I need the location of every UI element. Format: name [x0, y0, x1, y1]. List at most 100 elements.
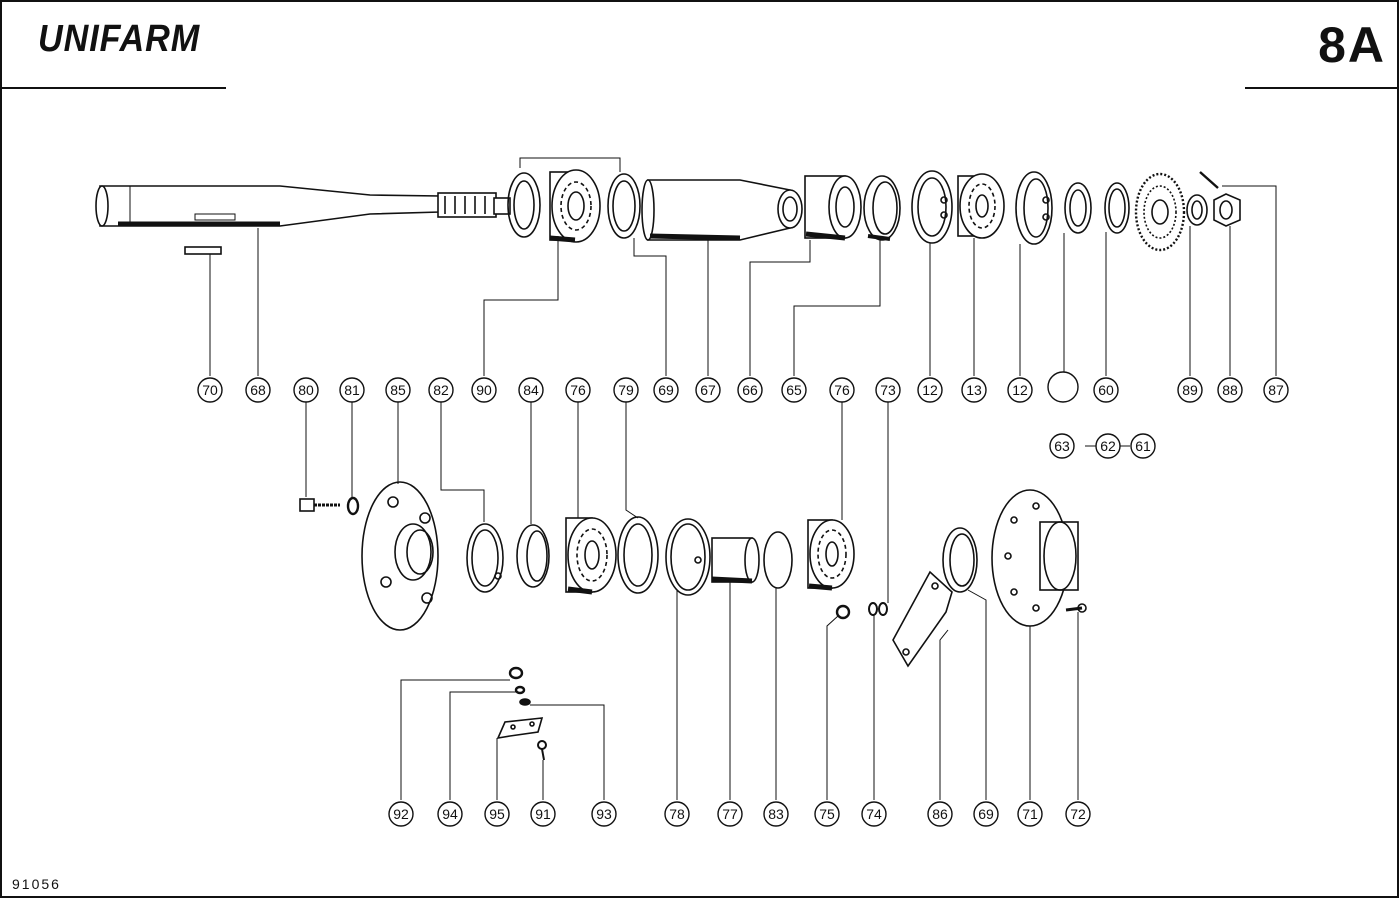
callout-label: 92	[393, 806, 409, 822]
callout-label: 63	[1054, 438, 1070, 454]
callout-circle	[428, 377, 454, 403]
circlip-12-b	[1015, 171, 1053, 245]
callout-93: 93	[591, 801, 617, 827]
callout-label: 71	[1022, 806, 1038, 822]
callout-69: 69	[653, 377, 679, 403]
callout-label: 81	[344, 382, 360, 398]
washers-74	[868, 602, 888, 616]
washer-62	[1064, 182, 1092, 234]
callout-circle	[1007, 377, 1033, 403]
callout-circle	[917, 377, 943, 403]
callout-label: 69	[658, 382, 674, 398]
plate-number: 8A	[1318, 17, 1386, 73]
callout-12: 12	[1007, 377, 1033, 403]
callout-label: 61	[1135, 438, 1151, 454]
bearing-76-a	[565, 517, 617, 595]
callout-circle	[591, 801, 617, 827]
callout-label: 78	[669, 806, 685, 822]
nut-75	[835, 604, 851, 620]
callout-94: 94	[437, 801, 463, 827]
callout-65: 65	[781, 377, 807, 403]
bearing-13	[957, 173, 1005, 239]
callout-63: 63	[1049, 433, 1075, 459]
callout-78: 78	[664, 801, 690, 827]
callout-circle	[1049, 433, 1075, 459]
washer-81	[346, 496, 360, 516]
callout-circle	[829, 377, 855, 403]
callout-circle	[339, 377, 365, 403]
callout-76: 76	[565, 377, 591, 403]
callout-67: 67	[695, 377, 721, 403]
callout-84: 84	[518, 377, 544, 403]
callout-circle	[763, 801, 789, 827]
collar-66	[804, 175, 862, 241]
callout-circle	[518, 377, 544, 403]
callout-circle	[737, 377, 763, 403]
callout-label: 80	[298, 382, 314, 398]
bolt-72	[1065, 603, 1087, 613]
callout-circle	[1065, 801, 1091, 827]
callout-circle	[437, 801, 463, 827]
callout-95: 95	[484, 801, 510, 827]
ring-69	[607, 173, 641, 239]
callout-circle	[1093, 377, 1119, 403]
callout-circle	[388, 801, 414, 827]
callout-label: 90	[476, 382, 492, 398]
circlip-12-a	[911, 170, 953, 244]
callout-label: 93	[596, 806, 612, 822]
callout-circle	[1017, 801, 1043, 827]
callout-label: 85	[390, 382, 406, 398]
callout-90: 90	[471, 377, 497, 403]
callout-circle	[245, 377, 271, 403]
split-pin-87	[1199, 171, 1219, 189]
callout-83: 83	[763, 801, 789, 827]
callout-label: 67	[700, 382, 716, 398]
axle-shaft	[95, 185, 511, 227]
seal-69-b	[942, 527, 978, 593]
callout-circle	[1177, 377, 1203, 403]
callout-71: 71	[1017, 801, 1043, 827]
callout-12: 12	[917, 377, 943, 403]
callout-86: 86	[927, 801, 953, 827]
callout-label: 84	[523, 382, 539, 398]
callout-label: 87	[1268, 382, 1284, 398]
callout-label: 62	[1100, 438, 1116, 454]
spacer-sleeve-67	[641, 179, 803, 241]
callout-74: 74	[861, 801, 887, 827]
callout-circle	[927, 801, 953, 827]
blank-callout-circle	[1047, 371, 1079, 403]
callout-circle	[1095, 433, 1121, 459]
callout-82: 82	[428, 377, 454, 403]
callout-label: 70	[202, 382, 218, 398]
bearing-76-b	[807, 519, 855, 591]
callout-circle	[471, 377, 497, 403]
callout-label: 86	[932, 806, 948, 822]
callout-label: 95	[489, 806, 505, 822]
flange-85	[361, 481, 439, 631]
callout-label: 89	[1182, 382, 1198, 398]
seal-ring-69	[507, 172, 541, 238]
callout-label: 91	[535, 806, 551, 822]
callout-circle	[717, 801, 743, 827]
callout-label: 66	[742, 382, 758, 398]
small-parts-group	[496, 666, 547, 761]
callout-label: 79	[618, 382, 634, 398]
callout-label: 74	[866, 806, 882, 822]
callout-circle	[565, 377, 591, 403]
callout-circle	[484, 801, 510, 827]
callout-label: 60	[1098, 382, 1114, 398]
leader-lines-bottom	[305, 400, 1079, 800]
callout-label: 69	[978, 806, 994, 822]
callout-92: 92	[388, 801, 414, 827]
callout-circle	[613, 377, 639, 403]
circlip-82	[466, 523, 504, 593]
callout-circle	[875, 377, 901, 403]
callout-circle	[293, 377, 319, 403]
castle-nut-88	[1213, 193, 1241, 227]
callout-77: 77	[717, 801, 743, 827]
callout-label: 76	[570, 382, 586, 398]
gear-cluster	[1134, 172, 1186, 252]
callout-circle	[1217, 377, 1243, 403]
